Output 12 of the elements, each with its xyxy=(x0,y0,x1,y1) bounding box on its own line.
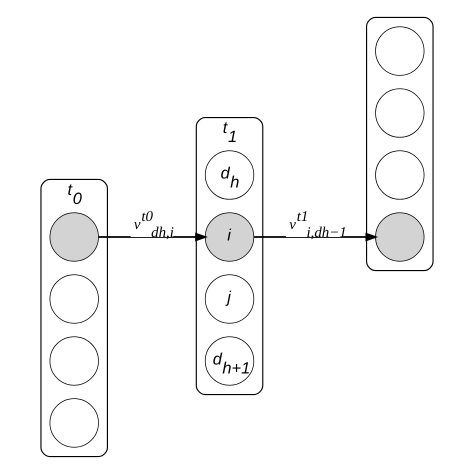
arrow xyxy=(98,232,208,242)
node-circle xyxy=(50,398,99,448)
node-circle xyxy=(375,88,424,138)
node-circle: i xyxy=(204,212,254,262)
node-circle xyxy=(50,274,99,324)
node-circle xyxy=(375,212,424,262)
node-circle xyxy=(50,212,99,262)
node-circle xyxy=(375,150,424,200)
node-circle: j xyxy=(204,274,254,324)
node-circle xyxy=(50,336,99,386)
node-circle xyxy=(375,26,424,76)
arrow xyxy=(254,232,378,242)
